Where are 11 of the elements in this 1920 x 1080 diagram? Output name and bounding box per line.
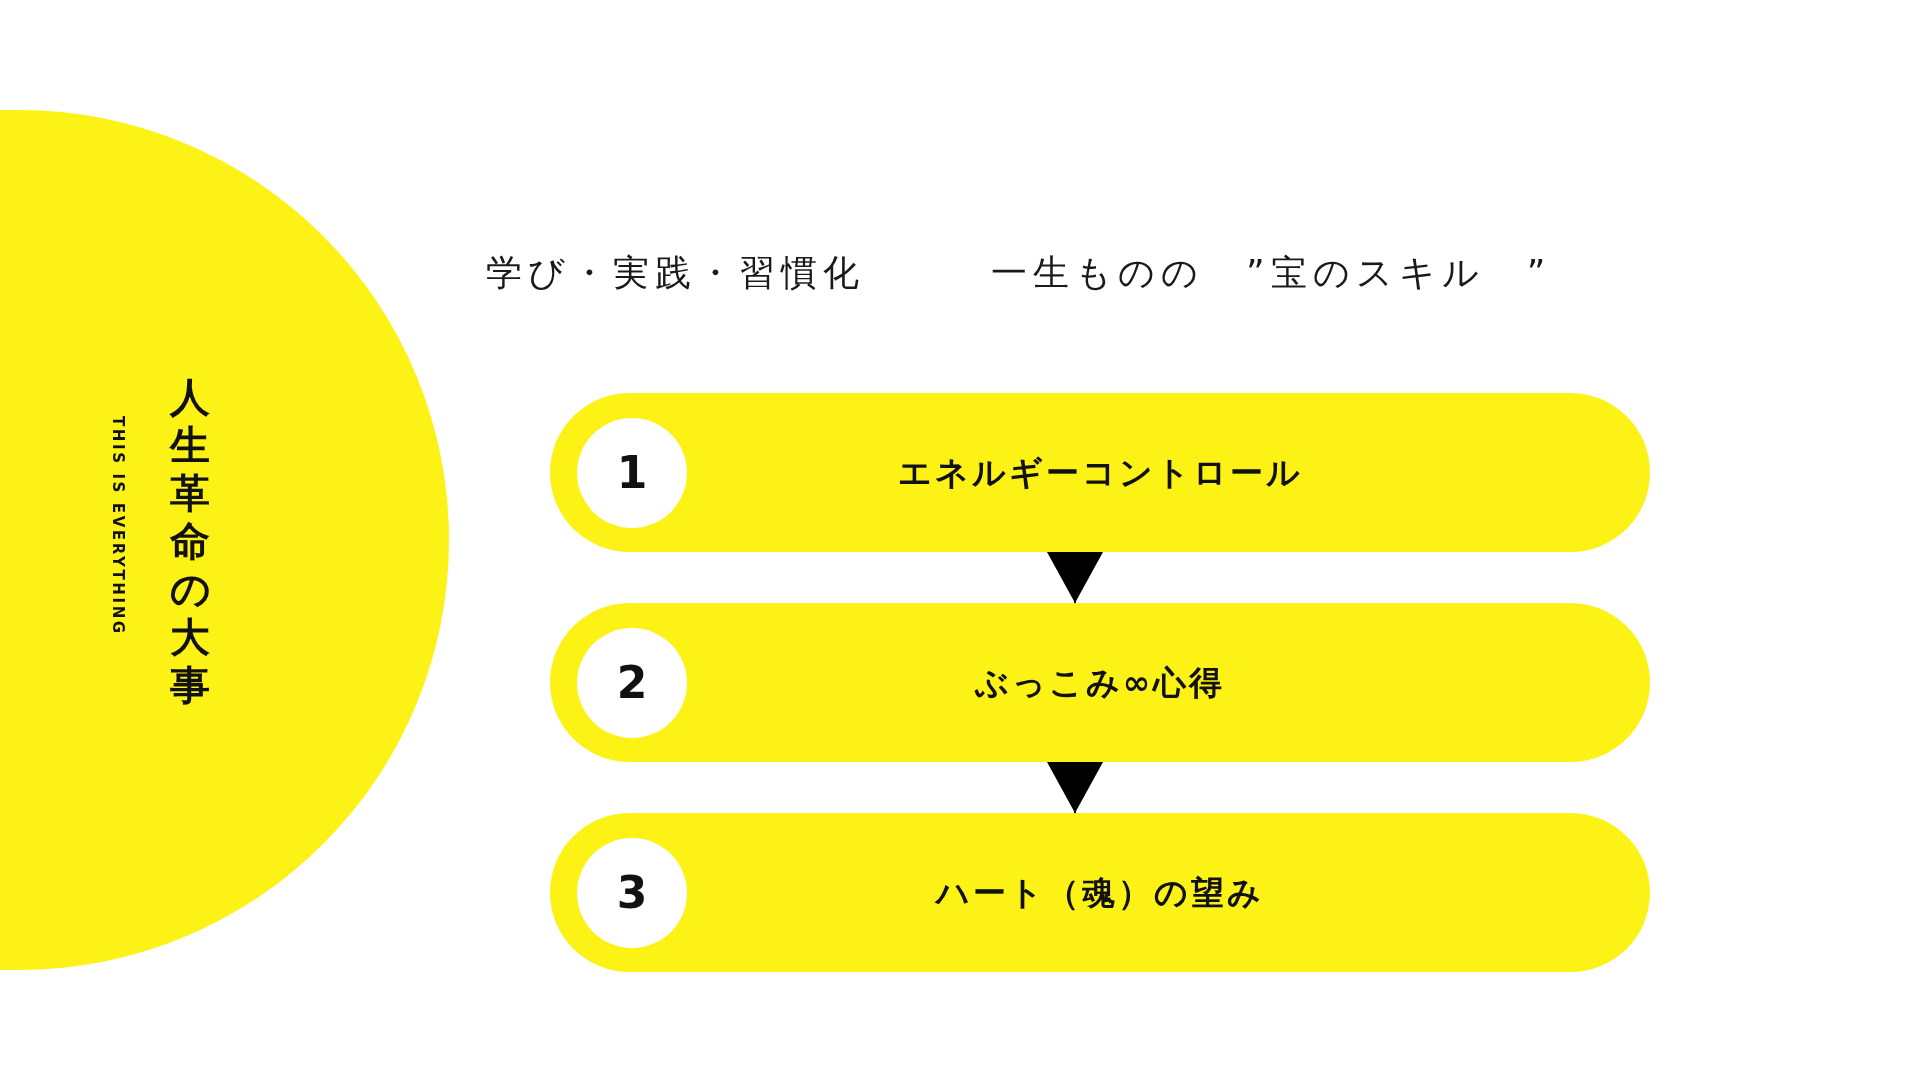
heading: 学び・実践・習慣化 一生ものの ”宝のスキル ” — [486, 251, 1552, 295]
step-label: ぶっこみ∞心得 — [974, 662, 1226, 703]
arrow — [1047, 551, 1103, 604]
step-label: エネルギーコントロール — [897, 452, 1303, 493]
step-number: 1 — [616, 448, 648, 497]
step-number: 3 — [616, 868, 648, 917]
arrow — [1047, 761, 1103, 814]
vertical-title: 人生革命の大事 — [168, 373, 212, 709]
step-label: ハート（魂）の望み — [936, 872, 1264, 913]
vertical-subtitle: THIS IS EVERYTHING — [108, 416, 128, 636]
step-number: 2 — [616, 658, 648, 707]
